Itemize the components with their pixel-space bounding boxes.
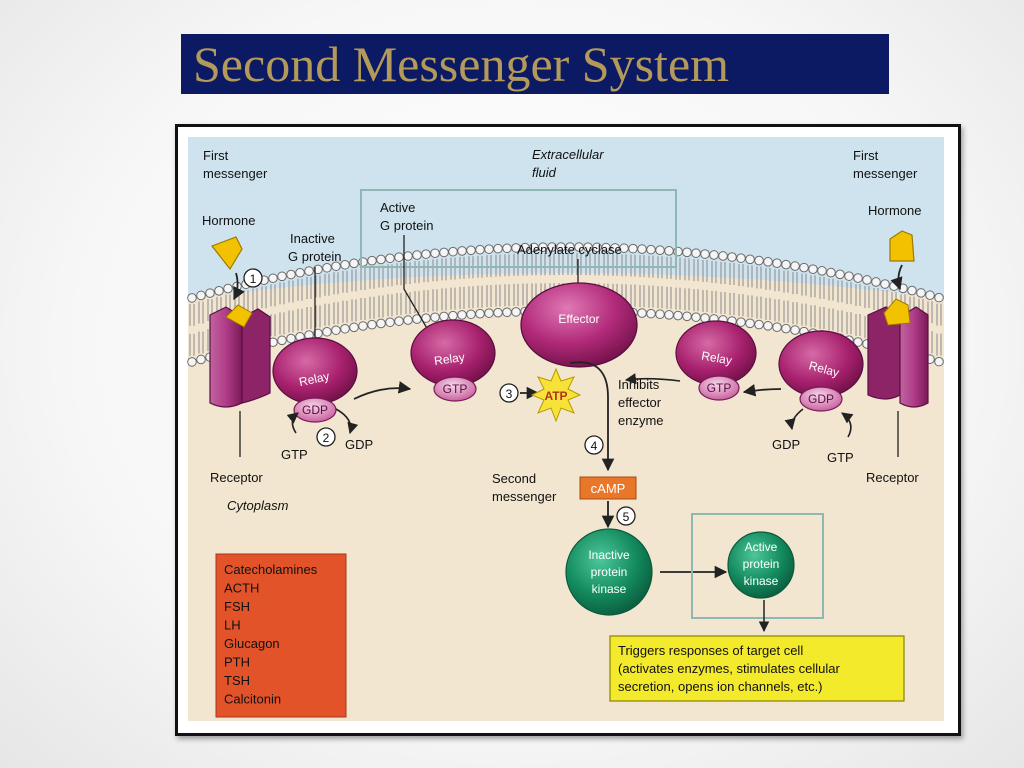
active-g-protein-highlight (360, 189, 677, 268)
gdp-label: GDP (302, 403, 328, 417)
active-kinase-highlight (691, 513, 824, 619)
gdp-out-arrow (784, 408, 804, 431)
receptor-left-label: Receptor (210, 470, 263, 485)
hormone-list-item: ACTH (224, 581, 259, 596)
bound-hormone-right-icon (883, 298, 911, 326)
hormone-list-item: FSH (224, 599, 250, 614)
atp-label: ATP (544, 389, 567, 403)
gdp-label: GDP (345, 437, 373, 452)
hormone-left-icon (211, 236, 243, 271)
response-text: secretion, opens ion channels, etc.) (618, 679, 823, 694)
first-messenger-left-label: First (203, 148, 229, 163)
extracellular-label: fluid (532, 165, 557, 180)
second-messenger-diagram: First messenger Extracellular fluid Firs… (187, 137, 944, 721)
svg-text:Active: Active (745, 540, 778, 554)
hormone-list-item: PTH (224, 655, 250, 670)
camp-box (579, 476, 637, 500)
effector-label: Effector (558, 312, 599, 326)
step-4-marker: 4 (584, 435, 604, 455)
active-g-protein: Relay GTP (410, 319, 496, 402)
inhibition-arrow (624, 373, 681, 385)
hormone-list-item: TSH (224, 673, 250, 688)
pointer-line (403, 235, 436, 343)
right-g-protein-gdp: Relay GDP (778, 330, 864, 412)
active-g-protein-label: G protein (380, 218, 433, 233)
step-1-marker: 1 (243, 268, 263, 288)
relay-label: Relay (298, 369, 331, 389)
step-2-marker: 2 (316, 427, 336, 447)
response-text: Triggers responses of target cell (618, 643, 803, 658)
inhibits-label: enzyme (618, 413, 664, 428)
hormone-list-item: LH (224, 618, 241, 633)
gdp-label: GDP (772, 437, 800, 452)
svg-text:1: 1 (250, 272, 257, 286)
right-g-protein-gtp: Relay GTP (675, 320, 757, 401)
hormone-list-box (215, 553, 347, 718)
target-cell-response-box (609, 635, 905, 702)
gtp-label: GTP (281, 447, 308, 462)
svg-text:3: 3 (506, 387, 513, 401)
hormone-list-item: Calcitonin (224, 692, 281, 707)
relay-label: Relay (433, 350, 465, 368)
gdp-out-arrow (335, 408, 359, 435)
cell-membrane (187, 242, 944, 367)
gtp-in-arrow (286, 412, 299, 434)
svg-text:5: 5 (623, 510, 630, 524)
camp-label: cAMP (591, 481, 626, 496)
gdp-label: GDP (808, 392, 834, 406)
hormone-right-icon (889, 230, 915, 262)
activation-arrow (353, 381, 412, 400)
gtp-label: GTP (827, 450, 854, 465)
active-protein-kinase: Active protein kinase (727, 531, 795, 599)
second-messenger-label: Second (492, 471, 536, 486)
adenylate-cyclase-label: Adenylate cyclase (517, 242, 622, 257)
hormone-binding-arrow (233, 272, 245, 301)
first-messenger-right-label: First (853, 148, 879, 163)
svg-text:kinase: kinase (744, 574, 779, 588)
diagram-figure: First messenger Extracellular fluid Firs… (175, 124, 961, 736)
gtp-label: GTP (707, 381, 732, 395)
hormone-right-label: Hormone (868, 203, 921, 218)
svg-text:protein: protein (591, 565, 628, 579)
svg-text:protein: protein (743, 557, 780, 571)
gtp-in-arrow (841, 412, 854, 438)
effector-adenylate-cyclase: Effector (520, 282, 638, 368)
slide-title: Second Messenger System (181, 34, 889, 94)
receptor-right-icon (899, 306, 929, 408)
response-text: (activates enzymes, stimulates cellular (618, 661, 840, 676)
svg-text:2: 2 (323, 431, 330, 445)
inactive-protein-kinase: Inactive protein kinase (565, 528, 653, 616)
second-messenger-label: messenger (492, 489, 557, 504)
svg-text:Inactive: Inactive (588, 548, 630, 562)
hormone-binding-arrow (890, 264, 903, 291)
camp-production-arrow (569, 361, 615, 472)
hormone-left-label: Hormone (202, 213, 255, 228)
hormone-list-item: Catecholamines (224, 562, 318, 577)
receptor-right-label: Receptor (866, 470, 919, 485)
active-g-protein-label: Active (380, 200, 415, 215)
extracellular-label: Extracellular (532, 147, 604, 162)
step-5-marker: 5 (616, 506, 636, 526)
svg-text:kinase: kinase (592, 582, 627, 596)
atp-starburst-icon: ATP (530, 367, 582, 423)
cytoplasm-label: Cytoplasm (227, 498, 289, 513)
inactive-g-protein-label: Inactive (290, 231, 335, 246)
inactivation-arrow (742, 384, 782, 397)
first-messenger-right-label: messenger (853, 166, 918, 181)
inactive-g-protein-label: G protein (288, 249, 341, 264)
first-messenger-left-label: messenger (203, 166, 268, 181)
relay-label: Relay (700, 349, 733, 368)
inactive-g-protein: Relay GDP (272, 337, 358, 423)
svg-text:4: 4 (591, 439, 598, 453)
step-3-marker: 3 (499, 383, 519, 403)
hormone-list-item: Glucagon (224, 636, 280, 651)
inhibits-label: effector (618, 395, 662, 410)
receptor-left-icon (241, 308, 271, 404)
gtp-label: GTP (443, 382, 468, 396)
bound-hormone-left-icon (225, 304, 253, 328)
